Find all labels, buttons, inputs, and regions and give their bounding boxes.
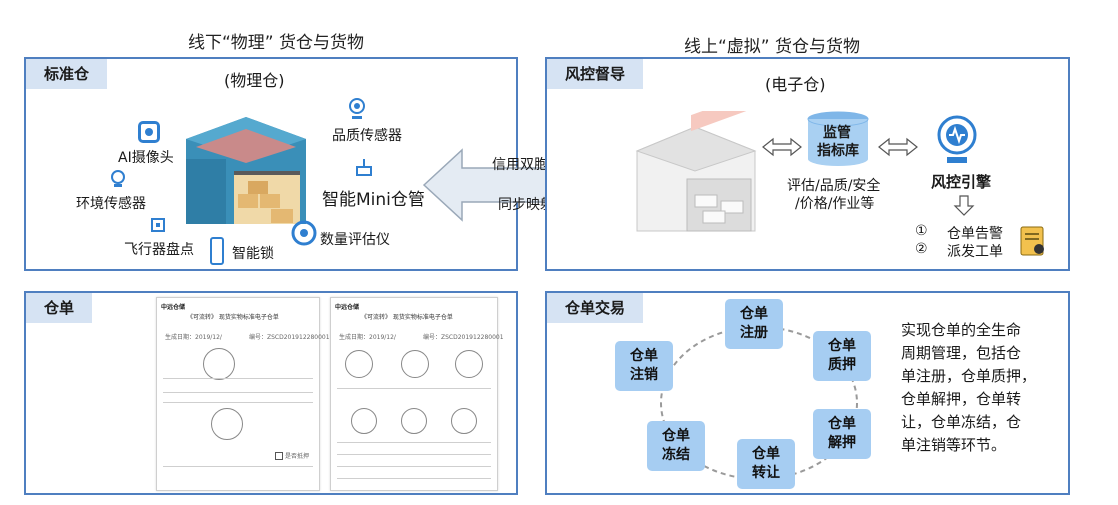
- doc1-seal-2: [211, 408, 243, 440]
- down-arrow-icon: [953, 195, 975, 216]
- risk-engine-icon: [937, 115, 977, 163]
- doc2-seal-2: [401, 350, 429, 378]
- doc2-seal-3: [455, 350, 483, 378]
- smart-mini-label: 智能Mini仓管: [322, 190, 425, 210]
- quantity-meter-label: 数量评估仪: [320, 232, 390, 248]
- smart-lock-icon: [210, 237, 224, 265]
- receipt-trade-panel: 仓单交易 仓单注册 仓单质押 仓单解押 仓单转让 仓单冻结 仓单注销 实现仓单的…: [545, 291, 1070, 495]
- drone-inventory-label: 飞行器盘点: [124, 242, 194, 258]
- double-arrow-icon-2: [878, 137, 918, 157]
- node-cancel[interactable]: 仓单注销: [615, 341, 673, 391]
- metrics-line-2: /价格/作业等: [795, 196, 875, 212]
- risk-control-panel: 风控督导 (电子仓) 监管 指标库 评估/品质/安全 /价格/作业等 风控引擎: [545, 57, 1070, 271]
- smart-lock-label: 智能锁: [232, 246, 274, 262]
- doc1-title: 《可流转》 现货实物标准电子仓单: [187, 314, 279, 321]
- alert-text-2: 派发工单: [947, 244, 1003, 260]
- node-register[interactable]: 仓单注册: [725, 299, 783, 349]
- online-header: 线上“虚拟” 货仓与货物: [684, 37, 861, 57]
- env-sensor-label: 环境传感器: [76, 196, 146, 212]
- electronic-warehouse-illustration: [635, 111, 757, 232]
- doc2-seal-5: [401, 408, 427, 434]
- node-freeze[interactable]: 仓单冻结: [647, 421, 705, 471]
- doc1-date: 生成日期：2019/12/: [165, 334, 222, 341]
- doc1-checkbox[interactable]: [275, 452, 283, 460]
- double-arrow-icon: [762, 137, 802, 157]
- doc2-seal-4: [351, 408, 377, 434]
- sensor-icon: [111, 170, 125, 187]
- receipt-panel: 仓单 中远仓储 《可流转》 现货实物标准电子仓单 生成日期：2019/12/ 编…: [24, 291, 518, 495]
- ai-camera-label: AI摄像头: [118, 150, 174, 166]
- electronic-warehouse-subtitle: (电子仓): [765, 75, 826, 94]
- doc1-brand: 中远仓储: [161, 304, 186, 311]
- doc2-seal-6: [451, 408, 477, 434]
- alert-text-1: 仓单告警: [947, 226, 1003, 242]
- sync-mapping-label: 同步映射: [498, 197, 554, 213]
- db-label-2: 指标库: [817, 143, 859, 159]
- quality-sensor-icon: [349, 98, 365, 119]
- risk-engine-label: 风控引擎: [931, 173, 992, 191]
- receipt-trade-tab[interactable]: 仓单交易: [547, 293, 644, 323]
- doc1-seal-1: [203, 348, 235, 380]
- node-release[interactable]: 仓单解押: [813, 409, 871, 459]
- mini-device-icon: [356, 159, 372, 176]
- standard-warehouse-panel: 标准仓 (物理仓) AI摄像头 环境传感器 飞行器盘点 智能锁 品质传感器: [24, 57, 518, 271]
- receipt-document-1[interactable]: 中远仓储 《可流转》 现货实物标准电子仓单 生成日期：2019/12/ 编号：Z…: [156, 297, 330, 491]
- gauge-icon: [291, 220, 317, 246]
- receipt-tab[interactable]: 仓单: [26, 293, 93, 323]
- doc2-title: 《可流转》 现货实物标准电子仓单: [361, 314, 453, 321]
- doc2-seal-1: [345, 350, 373, 378]
- offline-header: 线下“物理” 货仓与货物: [188, 33, 365, 53]
- alert-num-1: ①: [915, 223, 928, 239]
- node-transfer[interactable]: 仓单转让: [737, 439, 795, 489]
- physical-warehouse-subtitle: (物理仓): [224, 71, 285, 90]
- clipboard-icon: [1020, 226, 1044, 256]
- doc1-number: 编号：ZSCD201912280001: [249, 334, 330, 341]
- receipt-document-2[interactable]: 中远仓储 《可流转》 现货实物标准电子仓单 生成日期：2019/12/ 编号：Z…: [330, 297, 504, 491]
- camera-icon: [138, 121, 160, 143]
- doc2-brand: 中远仓储: [335, 304, 360, 311]
- node-pledge[interactable]: 仓单质押: [813, 331, 871, 381]
- database-icon: [807, 111, 869, 166]
- doc2-date: 生成日期：2019/12/: [339, 334, 396, 341]
- db-label-1: 监管: [823, 125, 851, 141]
- chip-icon: [151, 218, 165, 232]
- trade-description: 实现仓单的全生命 周期管理，包括仓 单注册，仓单质押， 仓单解押，仓单转 让，仓…: [901, 321, 1037, 454]
- quality-sensor-label: 品质传感器: [332, 128, 402, 144]
- alert-num-2: ②: [915, 241, 928, 257]
- risk-control-tab[interactable]: 风控督导: [547, 59, 644, 89]
- doc1-checkbox-label: 是否抵押: [285, 453, 310, 460]
- physical-warehouse-illustration: [186, 117, 306, 224]
- credit-twin-label: 信用双胞胎: [492, 157, 562, 173]
- doc2-number: 编号：ZSCD201912280001: [423, 334, 504, 341]
- metrics-line-1: 评估/品质/安全: [787, 178, 881, 194]
- standard-warehouse-tab[interactable]: 标准仓: [26, 59, 108, 89]
